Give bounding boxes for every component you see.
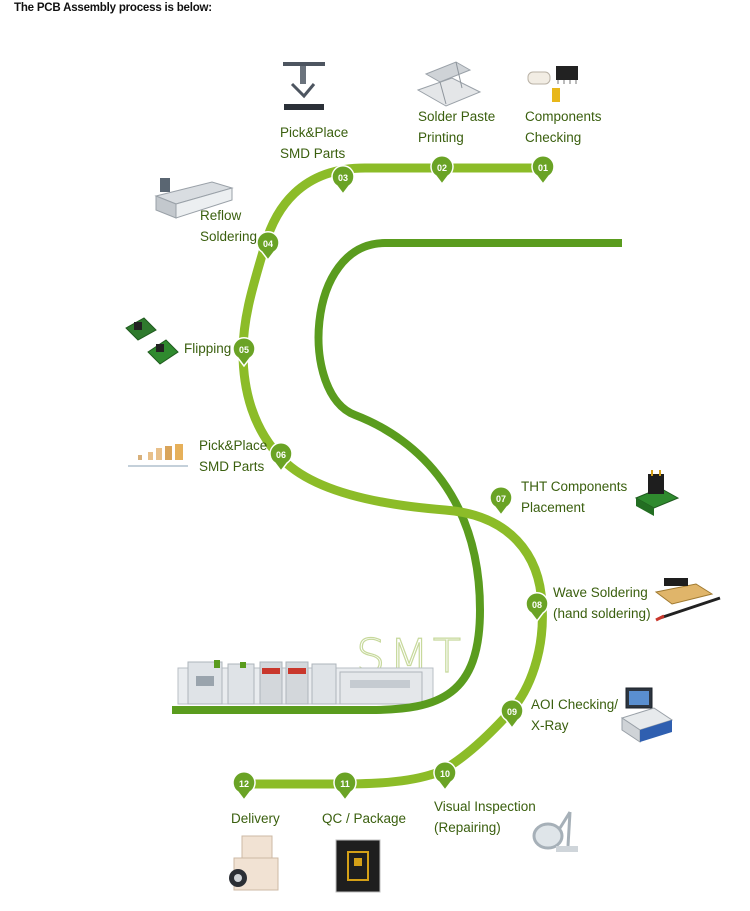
- step-09-label: AOI Checking/X-Ray: [531, 697, 619, 733]
- step-08-marker: 08: [525, 592, 549, 623]
- delivery-box-icon: [229, 835, 279, 891]
- step-01-marker: 01: [531, 155, 555, 186]
- step-03-number: 03: [338, 173, 348, 183]
- aoi-machine-icon: [620, 687, 674, 743]
- step-12-number: 12: [239, 779, 249, 789]
- package-icon: [335, 839, 381, 893]
- pick-place-head-icon: [283, 62, 325, 110]
- pcb-flip-icon: [125, 317, 179, 365]
- step-10-marker: 10: [433, 761, 457, 792]
- smd-parts-icon: [128, 444, 188, 467]
- soldering-iron-icon: [654, 578, 721, 622]
- step-02-number: 02: [437, 163, 447, 173]
- step-01-number: 01: [538, 163, 548, 173]
- step-08-label: Wave Soldering(hand soldering): [553, 585, 651, 621]
- step-06-marker: 06: [269, 442, 293, 473]
- step-04-marker: 04: [256, 231, 280, 262]
- step-05-marker: 05: [232, 337, 256, 368]
- inner-track: [172, 239, 622, 714]
- step-02-marker: 02: [430, 155, 454, 186]
- reflow-oven-icon: [154, 178, 234, 219]
- magnifier-lamp-icon: [532, 811, 578, 852]
- step-09-marker: 09: [500, 699, 524, 730]
- step-12-label: Delivery: [231, 811, 280, 826]
- step-12-marker: 12: [232, 771, 256, 802]
- step-11-marker: 11: [333, 771, 357, 802]
- step-04-number: 04: [263, 239, 273, 249]
- page-title: The PCB Assembly process is below:: [14, 2, 212, 14]
- step-10-number: 10: [440, 769, 450, 779]
- stencil-printer-icon: [416, 61, 482, 107]
- step-03-marker: 03: [331, 165, 355, 196]
- step-08-number: 08: [532, 600, 542, 610]
- step-06-number: 06: [276, 450, 286, 460]
- step-11-label: QC / Package: [322, 811, 407, 826]
- step-05-number: 05: [239, 345, 249, 355]
- step-07-marker: 07: [489, 486, 513, 517]
- smt-production-line-icon: [177, 660, 434, 705]
- step-07-number: 07: [496, 494, 506, 504]
- step-10-label: Visual Inspection(Repairing): [434, 799, 536, 835]
- tht-connector-icon: [634, 470, 680, 516]
- step-05-label: Flipping: [184, 341, 232, 356]
- components-icon: [527, 66, 578, 102]
- step-09-number: 09: [507, 707, 517, 717]
- process-track: [238, 163, 553, 789]
- step-11-number: 11: [340, 779, 350, 789]
